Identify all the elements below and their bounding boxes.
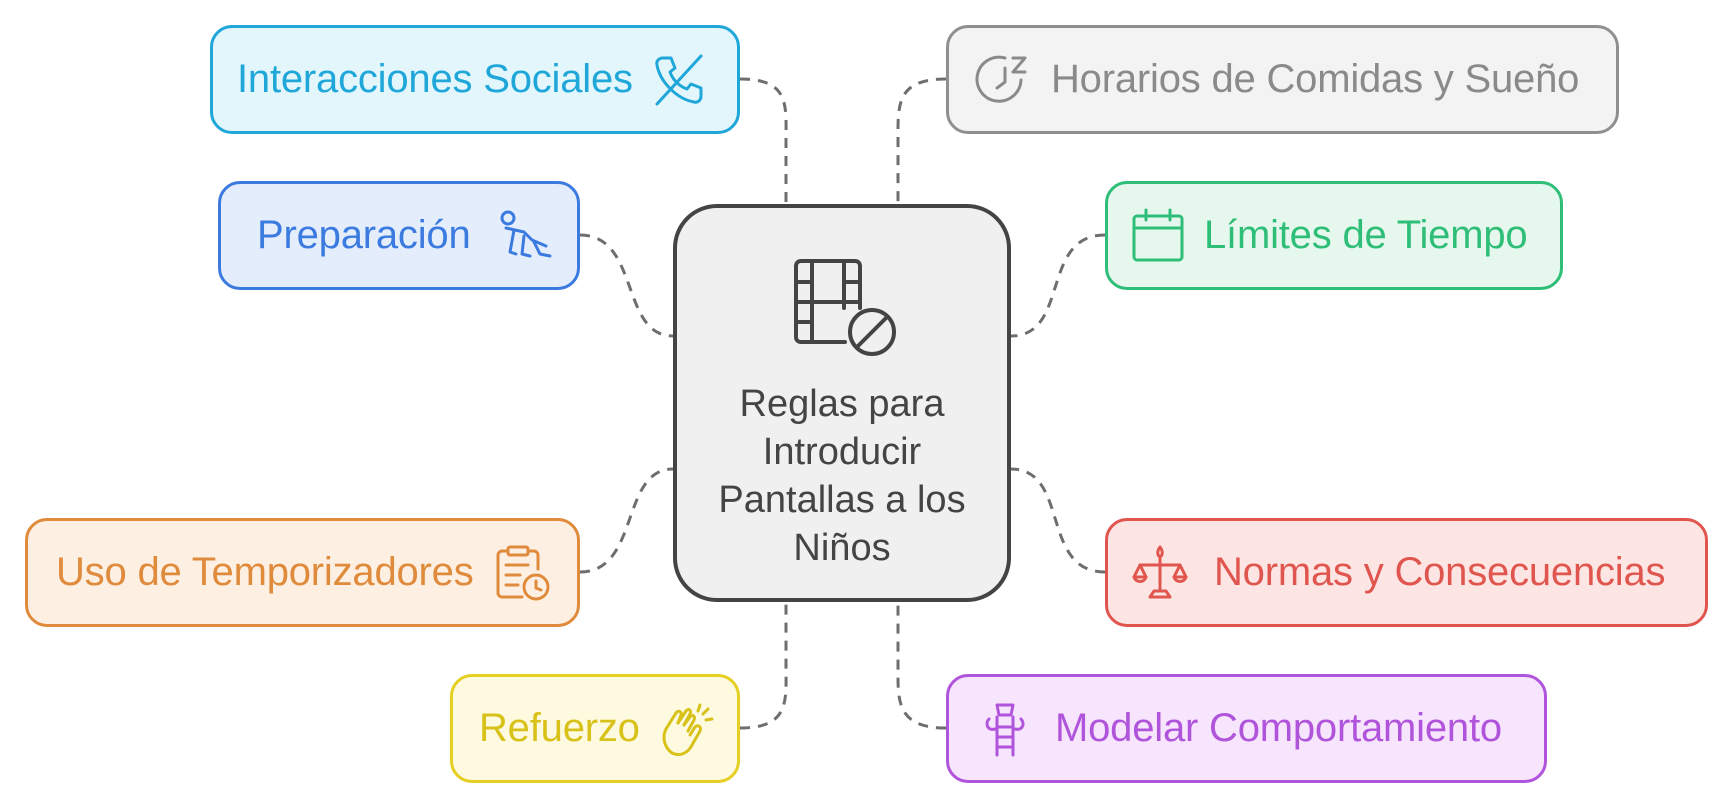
central-topic: Reglas para Introducir Pantallas a los N…	[673, 204, 1011, 602]
phone-off-icon	[655, 54, 703, 105]
node-preparacion: Preparación	[218, 181, 580, 290]
connector-refuerzo	[739, 602, 788, 730]
node-label: Límites de Tiempo	[1204, 213, 1528, 257]
node-label: Refuerzo	[479, 706, 640, 750]
node-label: Uso de Temporizadores	[56, 550, 474, 594]
node-normas-consecuencias: Normas y Consecuencias	[1105, 518, 1708, 627]
node-label: Interacciones Sociales	[237, 57, 633, 101]
clapping-hands-icon	[662, 703, 714, 756]
node-refuerzo: Refuerzo	[450, 674, 740, 783]
central-topic-title: Reglas para Introducir Pantallas a los N…	[718, 383, 966, 569]
node-uso-temporizadores: Uso de Temporizadores	[25, 518, 580, 627]
connector-horarios	[896, 77, 947, 204]
node-limites-tiempo: Límites de Tiempo	[1105, 181, 1563, 290]
connector-modelar	[896, 602, 947, 730]
scales-icon	[1132, 545, 1188, 598]
node-label: Preparación	[257, 213, 471, 257]
node-interacciones-sociales: Interacciones Sociales	[210, 25, 740, 134]
node-label: Modelar Comportamiento	[1055, 706, 1502, 750]
connector-preparacion	[579, 233, 674, 338]
connector-temporizadores	[579, 467, 674, 574]
connector-interacciones	[739, 77, 788, 204]
node-horarios-comidas-sueno: Horarios de Comidas y Sueño	[946, 25, 1619, 134]
ladder-person-icon	[985, 703, 1025, 756]
clock-sleep-icon	[975, 55, 1027, 103]
node-modelar-comportamiento: Modelar Comportamiento	[946, 674, 1547, 783]
calendar-icon	[1132, 208, 1184, 261]
connector-limites	[1010, 233, 1106, 338]
person-crawling-icon	[500, 210, 552, 257]
node-label: Normas y Consecuencias	[1214, 550, 1666, 594]
connector-normas	[1010, 467, 1106, 574]
node-label: Horarios de Comidas y Sueño	[1051, 57, 1580, 101]
clipboard-timer-icon	[496, 545, 549, 600]
film-blocked-icon	[794, 259, 896, 356]
